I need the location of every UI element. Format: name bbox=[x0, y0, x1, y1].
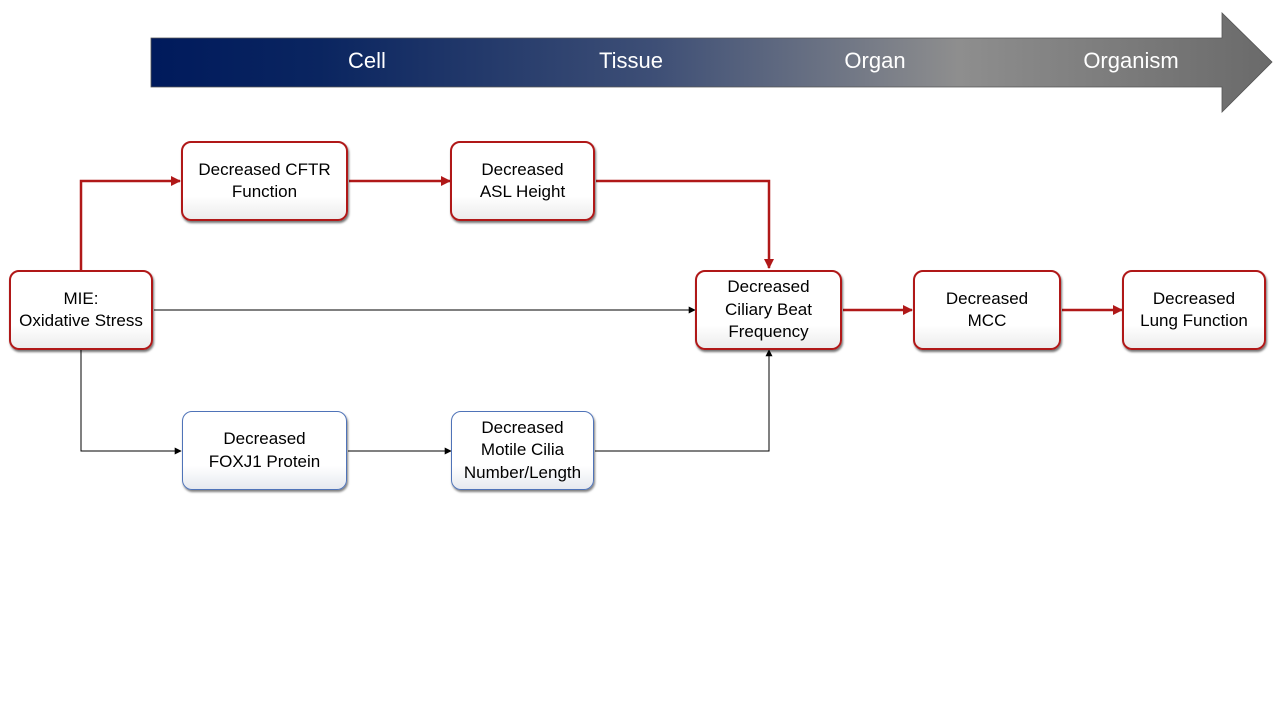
node-decreased-motile-cilia: Decreased Motile Cilia Number/Length bbox=[451, 411, 594, 490]
node-decreased-ciliary-beat-frequency: Decreased Ciliary Beat Frequency bbox=[695, 270, 842, 350]
node-decreased-mcc: Decreased MCC bbox=[913, 270, 1061, 350]
edge-mie-to-foxj1 bbox=[80, 350, 182, 455]
scale-label-tissue: Tissue bbox=[599, 48, 663, 73]
node-lung-label: Decreased Lung Function bbox=[1140, 288, 1248, 331]
biological-scale-arrow bbox=[150, 12, 1273, 113]
scale-label-organism: Organism bbox=[1083, 48, 1179, 73]
scale-label-organ: Organ bbox=[844, 48, 906, 73]
edge-asl-to-cbf bbox=[596, 179, 774, 269]
node-cftr-label: Decreased CFTR Function bbox=[198, 159, 331, 202]
node-decreased-foxj1-protein: Decreased FOXJ1 Protein bbox=[182, 411, 347, 490]
node-mie-oxidative-stress: MIE: Oxidative Stress bbox=[9, 270, 153, 350]
node-mcc-label: Decreased MCC bbox=[945, 288, 1029, 331]
node-mie-label: MIE: Oxidative Stress bbox=[19, 288, 143, 331]
node-asl-label: Decreased ASL Height bbox=[479, 159, 566, 202]
node-decreased-asl-height: Decreased ASL Height bbox=[450, 141, 595, 221]
node-decreased-lung-function: Decreased Lung Function bbox=[1122, 270, 1266, 350]
node-foxj1-label: Decreased FOXJ1 Protein bbox=[208, 429, 321, 471]
edge-mie-to-cftr bbox=[79, 176, 181, 270]
scale-label-cell: Cell bbox=[348, 48, 386, 73]
node-decreased-cftr-function: Decreased CFTR Function bbox=[181, 141, 348, 221]
node-cilia-label: Decreased Motile Cilia Number/Length bbox=[463, 417, 582, 482]
node-cbf-label: Decreased Ciliary Beat Frequency bbox=[725, 277, 812, 342]
edge-cilia-to-cbf bbox=[595, 349, 773, 452]
